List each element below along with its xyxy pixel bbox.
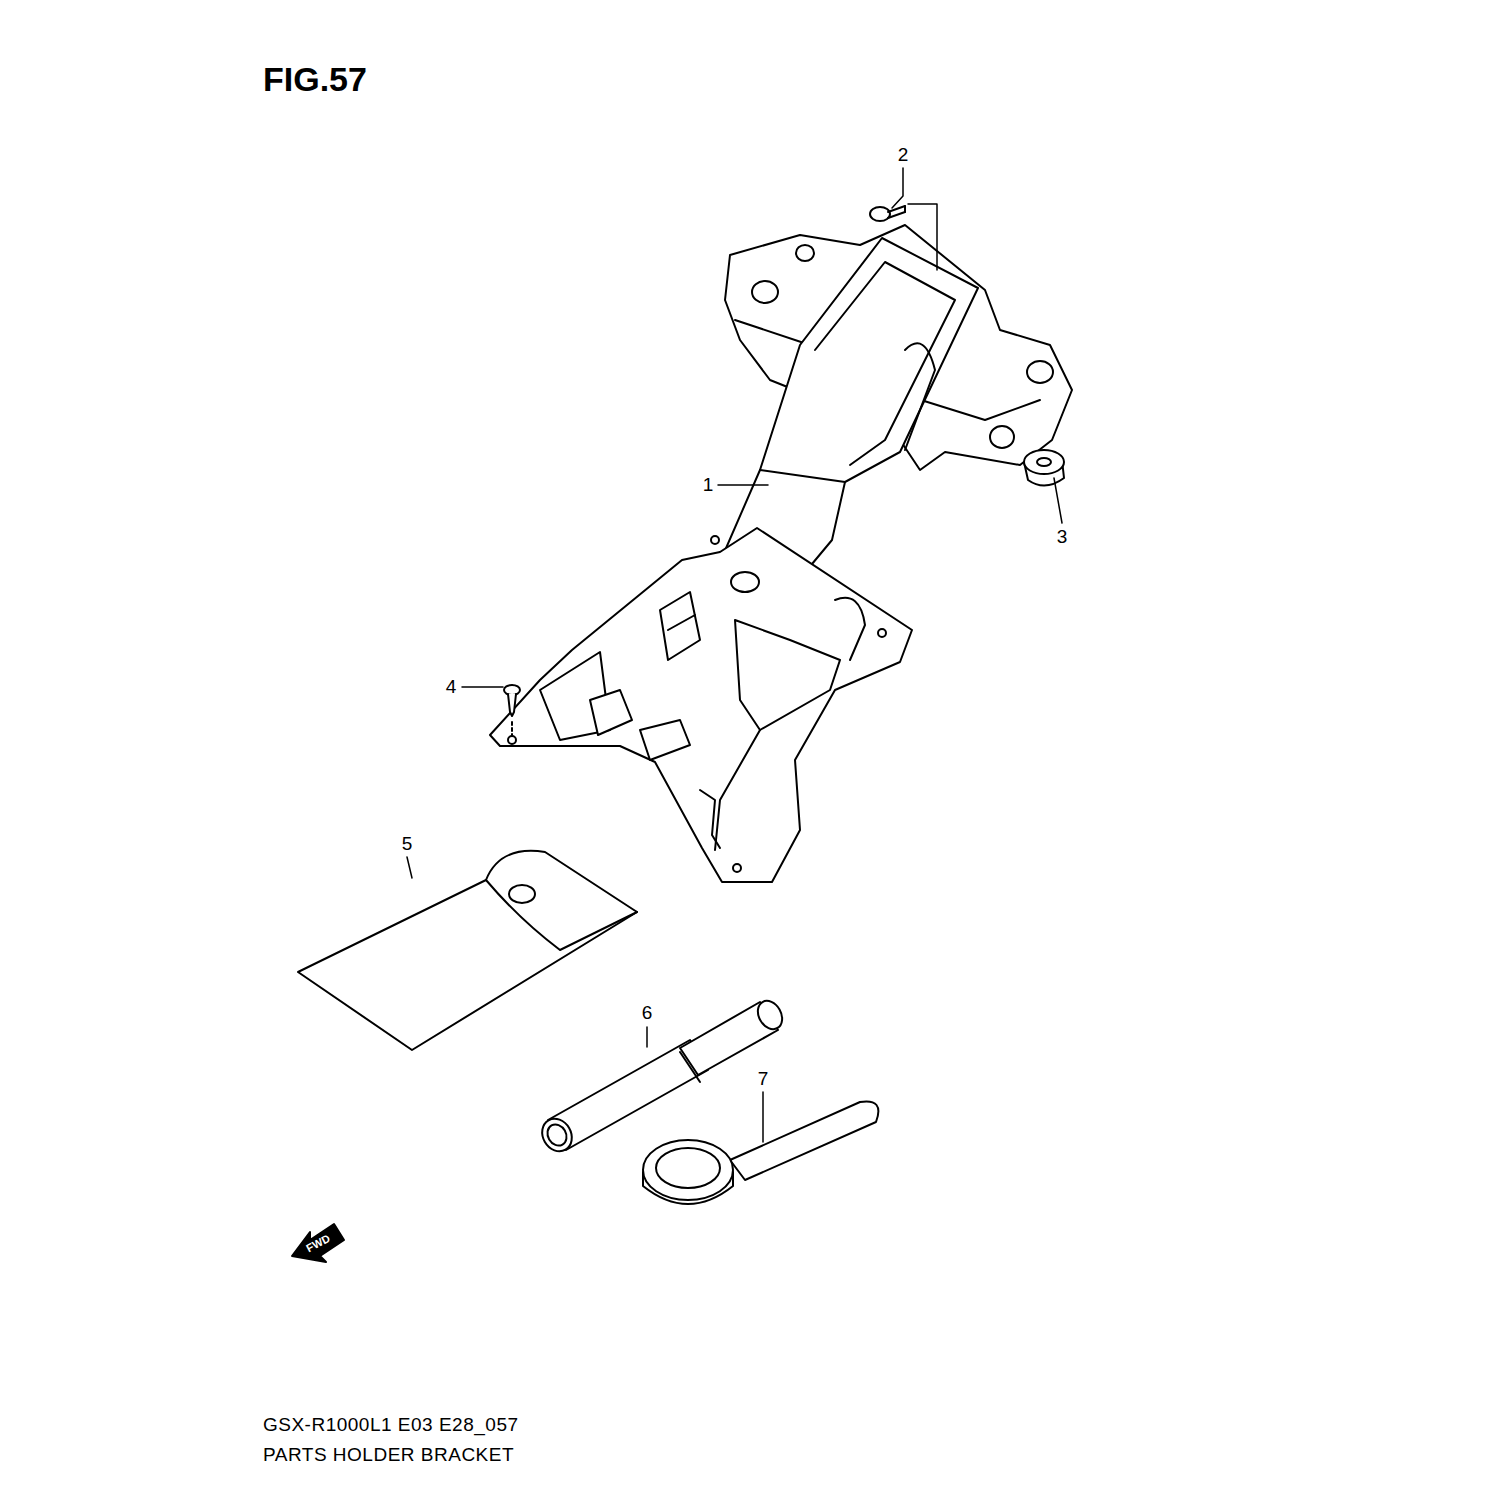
leader-lines (407, 168, 1062, 1142)
callout-number: 2 (898, 144, 909, 166)
box-wrench (536, 997, 787, 1157)
grommet (1024, 450, 1064, 486)
holder-bracket (490, 225, 1072, 882)
figure-caption: PARTS HOLDER BRACKET (263, 1444, 514, 1466)
callout-number: 6 (642, 1002, 653, 1024)
hook-spanner (643, 1101, 878, 1204)
callout-number: 1 (703, 474, 714, 496)
callout-number: 3 (1057, 526, 1068, 548)
tool-bag (298, 851, 637, 1050)
callout-number: 7 (758, 1068, 769, 1090)
forward-arrow (292, 1224, 344, 1262)
figure-title: FIG.57 (263, 60, 367, 99)
model-code: GSX-R1000L1 E03 E28_057 (263, 1414, 519, 1436)
callout-number: 5 (402, 833, 413, 855)
screw (870, 206, 905, 221)
callout-number: 4 (446, 676, 457, 698)
screw (504, 685, 520, 735)
